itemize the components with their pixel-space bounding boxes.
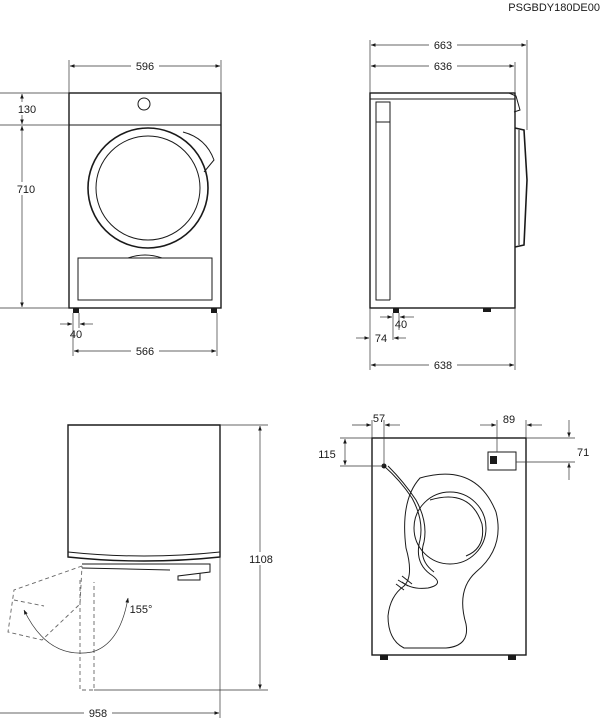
drawer-grip: [127, 254, 163, 259]
hose-clip: [395, 575, 413, 591]
rear-drum-circle: [413, 491, 487, 565]
drain-hose: [383, 465, 438, 589]
dimension-638-label: 638: [434, 360, 452, 372]
dimension-89-label: 89: [503, 414, 515, 426]
dimension-40-label: 40: [70, 329, 82, 341]
top-cabinet: [67, 424, 221, 562]
side-knob-profile: [508, 92, 521, 113]
dimension-71-label: 71: [577, 447, 589, 459]
side-door-profile: [514, 127, 528, 248]
dimension-vent-offset: 89: [480, 414, 542, 452]
side-foot-front: [483, 308, 491, 312]
front-foot-right: [211, 308, 217, 313]
dimension-130-label: 130: [18, 104, 36, 116]
dimension-74-label: 74: [375, 333, 387, 345]
dimension-566-label: 566: [136, 346, 154, 358]
dimension-57-label: 57: [373, 413, 385, 425]
dimension-115-label: 115: [318, 449, 336, 461]
rear-foot-right: [508, 655, 516, 660]
open-door-outline: [7, 565, 83, 641]
top-front-edge: [67, 551, 221, 557]
front-foot-left: [73, 308, 79, 313]
dimension-foot-front: 74: [356, 308, 406, 345]
dimension-top-offset: 130: [0, 92, 69, 126]
rear-drum-outline: [387, 473, 499, 649]
door-angle-label: 155°: [130, 604, 153, 616]
dimension-door-open-depth: 958: [0, 557, 221, 720]
dimension-foot-width: 40: [380, 313, 414, 340]
side-rear-bracket: [375, 101, 391, 123]
dimension-958-label: 958: [89, 708, 107, 720]
top-door-hinge: [82, 563, 211, 581]
dimension-vent-height: 71: [516, 420, 589, 480]
door-outer-ring: [87, 127, 209, 249]
rear-drum-inner: [429, 496, 484, 557]
rear-view: 57 89 115 71: [318, 413, 589, 660]
door-glass: [95, 135, 201, 241]
dimension-total-height: 1108: [94, 424, 277, 691]
rear-foot-left: [380, 655, 388, 660]
filter-drawer: [77, 257, 213, 301]
front-view: 596 130 710 40: [0, 59, 222, 358]
side-view: 663 636 40 74 638: [356, 38, 528, 372]
drain-hose-inner: [387, 465, 435, 573]
rear-cabinet: [371, 437, 527, 656]
side-rear-outline: [375, 122, 390, 301]
dimension-663-label: 663: [434, 40, 452, 52]
program-knob: [137, 97, 151, 111]
dimension-foot-inset: 40: [60, 313, 93, 341]
dimension-596-label: 596: [136, 61, 154, 73]
dimension-1108-label: 1108: [249, 554, 273, 566]
dimension-foot-span: 566: [72, 313, 218, 358]
open-door-inner: [13, 599, 45, 607]
dimension-hose-height: 115: [318, 437, 384, 467]
rear-vent-opening: [490, 456, 497, 464]
side-cabinet: [369, 92, 516, 309]
door-angle-arc: [23, 597, 130, 654]
dimension-hose-offset: 57: [352, 413, 400, 466]
rear-vent-box: [487, 451, 517, 471]
dimension-body-depth: 636: [370, 59, 516, 93]
dimension-636-label: 636: [434, 61, 452, 73]
top-view: 155° 1108 958: [0, 424, 277, 720]
dimension-height: 710: [0, 125, 69, 309]
top-door-leaf: [81, 567, 171, 571]
dimension-710-label: 710: [17, 184, 35, 196]
side-foot-rear: [393, 308, 399, 313]
dimension-base-depth: 638: [369, 308, 516, 372]
dimension-side-40-label: 40: [395, 319, 407, 331]
dimension-overall-depth: 663: [369, 38, 528, 130]
dimension-width: 596: [68, 59, 222, 93]
open-door-panel: [79, 580, 95, 691]
document-code: PSGBDY180DE00: [508, 2, 600, 14]
door-handle: [182, 131, 215, 173]
